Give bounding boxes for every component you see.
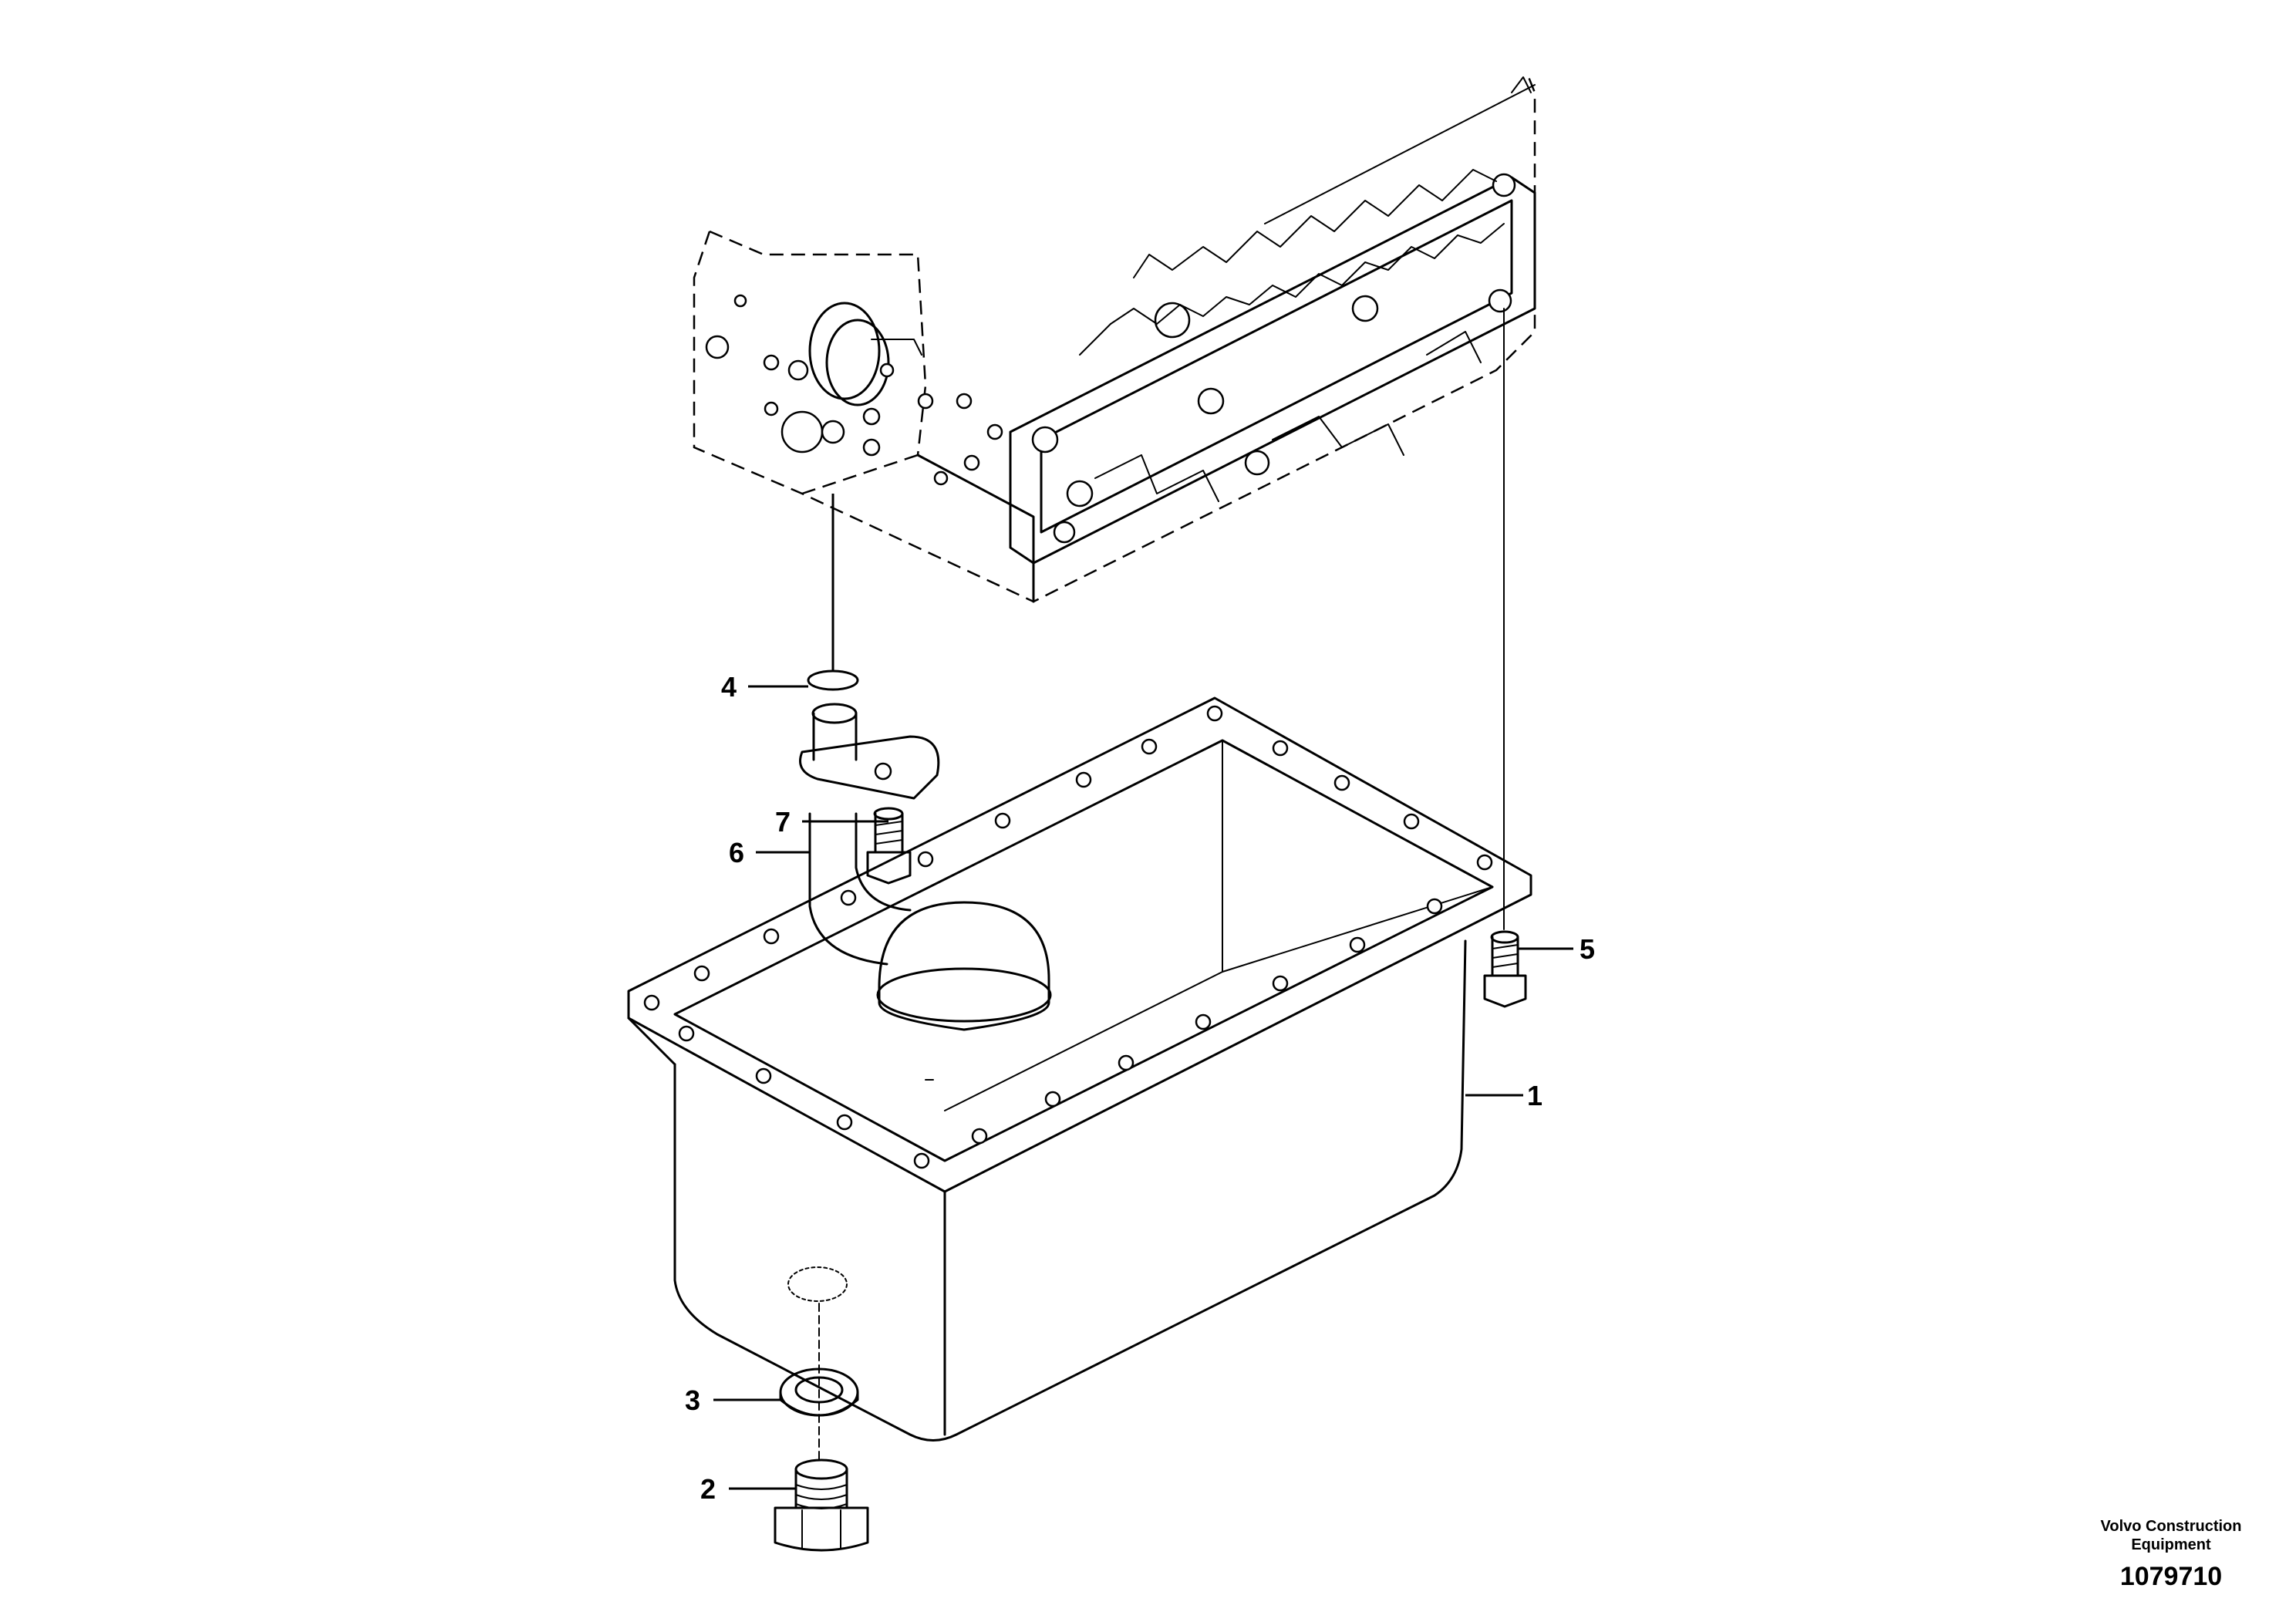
drain-plug — [774, 1458, 869, 1552]
callout-5: 5 — [1580, 933, 1595, 965]
callout-1: 1 — [1527, 1080, 1542, 1111]
bolt-5 — [1483, 930, 1527, 1008]
callout-labels: 1 2 3 4 5 6 7 — [685, 671, 1595, 1505]
callout-leaders — [713, 685, 1573, 1490]
o-ring — [807, 669, 859, 691]
brand-line-1: Volvo Construction — [2101, 1518, 2242, 1535]
callout-7: 7 — [775, 806, 791, 838]
pan-flange-holes — [643, 705, 1493, 1169]
bolt-7 — [866, 807, 912, 885]
oil-pan — [627, 696, 1532, 1442]
callout-2: 2 — [700, 1473, 716, 1505]
title-block: Volvo Construction Equipment 1079710 — [2101, 1518, 2242, 1591]
engine-block — [693, 73, 1536, 603]
callout-6: 6 — [729, 837, 744, 868]
block-face-holes — [705, 294, 1003, 486]
drawing-number: 1079710 — [2120, 1562, 2222, 1591]
callout-4: 4 — [721, 671, 737, 703]
block-flange-holes — [1031, 173, 1516, 544]
callout-3: 3 — [685, 1384, 700, 1416]
assembly-lines — [818, 308, 1505, 1462]
brand-line-2: Equipment — [2131, 1536, 2211, 1553]
suction-pipe — [799, 703, 1052, 1031]
